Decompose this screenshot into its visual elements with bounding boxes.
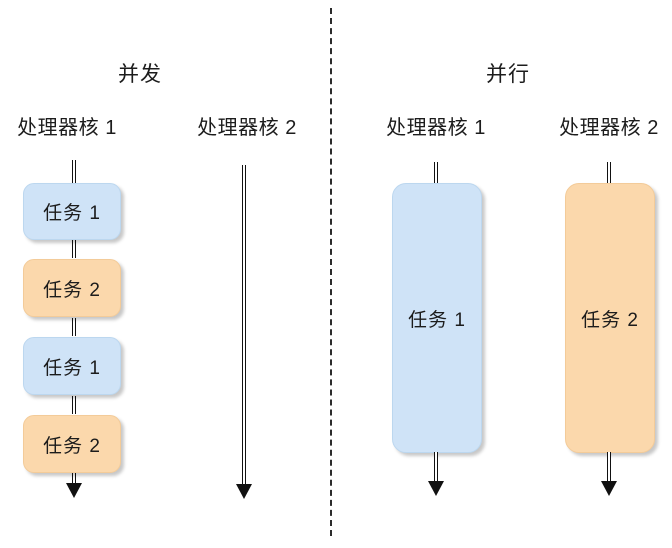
timeline-arrow-p2 — [601, 481, 617, 496]
timeline-shaft-p1-seg1 — [434, 452, 438, 482]
panel-title-parallelism: 并行 — [486, 63, 530, 86]
timeline-shaft-p1-seg0 — [434, 162, 438, 184]
panel-divider — [330, 8, 332, 536]
task-box-c1-3[interactable]: 任务 2 — [23, 415, 121, 473]
timeline-arrow-p1 — [428, 481, 444, 496]
core-label-concurrency-core1: 处理器核 1 — [17, 117, 117, 139]
timeline-shaft-c2 — [242, 165, 246, 485]
task-box-c1-2[interactable]: 任务 1 — [23, 337, 121, 395]
task-box-p1-0[interactable]: 任务 1 — [392, 183, 482, 453]
core-label-parallelism-core2: 处理器核 2 — [559, 117, 659, 139]
timeline-shaft-p2-seg1 — [607, 452, 611, 482]
timeline-shaft-c1-seg2 — [72, 318, 76, 336]
core-label-concurrency-core2: 处理器核 2 — [197, 117, 297, 139]
timeline-shaft-c1-seg3 — [72, 396, 76, 414]
timeline-arrow-c2 — [236, 484, 252, 499]
task-box-c1-0[interactable]: 任务 1 — [23, 183, 121, 240]
task-box-p2-0[interactable]: 任务 2 — [565, 183, 655, 453]
task-box-c1-1[interactable]: 任务 2 — [23, 259, 121, 317]
timeline-shaft-p2-seg0 — [607, 162, 611, 184]
timeline-shaft-c1-seg1 — [72, 240, 76, 258]
core-label-parallelism-core1: 处理器核 1 — [386, 117, 486, 139]
timeline-arrow-c1 — [66, 483, 82, 498]
timeline-shaft-c1-seg0 — [72, 160, 76, 184]
panel-title-concurrency: 并发 — [118, 63, 162, 86]
